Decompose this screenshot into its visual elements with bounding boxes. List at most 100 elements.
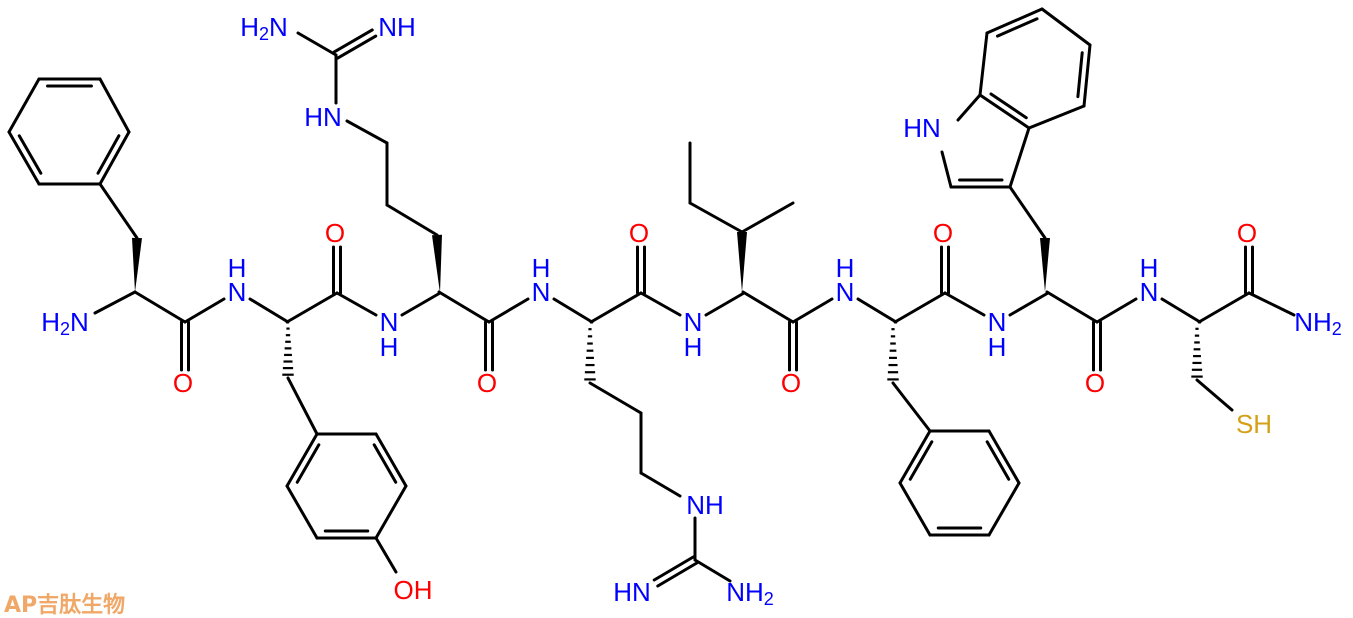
ring-double-bond-inner — [372, 443, 398, 484]
ring-double-bond-inner — [908, 440, 934, 481]
single-bond — [374, 536, 398, 574]
carbonyl-double-bond — [180, 320, 190, 372]
backbone-bond — [437, 290, 491, 324]
single-bond — [1008, 185, 1047, 240]
backbone-bond — [133, 290, 187, 324]
ring-double-bond-inner — [96, 134, 121, 175]
ring-double-bond-inner — [17, 134, 43, 175]
single-bond — [891, 381, 932, 433]
wedge-bond — [1040, 238, 1050, 292]
carbonyl-oxygen: O — [173, 368, 193, 398]
carbonyl-double-bond — [940, 245, 950, 295]
tyr-ring-bond — [285, 432, 319, 488]
backbone-bond — [93, 290, 137, 315]
arg4-nh-label: NH — [686, 490, 724, 520]
phe1-ring-bond — [7, 130, 41, 186]
carbonyl-oxygen: O — [477, 368, 497, 398]
amide-hydrogen: H — [988, 332, 1007, 362]
arg4-hn-label: HN — [613, 577, 651, 607]
bonds — [7, 7, 1296, 588]
phe1-ring-bond — [7, 77, 41, 134]
backbone-bond — [1045, 290, 1099, 324]
cys-sh-label: SH — [1236, 409, 1272, 439]
ring-double-bond-inner — [295, 443, 321, 484]
trp-hn-label: HN — [903, 113, 941, 143]
amide-nitrogen: N — [380, 307, 399, 337]
tyr-ring-bond — [374, 484, 408, 540]
single-bond — [693, 558, 732, 583]
backbone-bond — [741, 290, 795, 324]
imine-double-bond — [332, 28, 378, 60]
atom-labels: H2N HN H2N NH NH HN NH2 OH HN NH2 SH — [41, 12, 1342, 609]
backbone-bond — [552, 297, 594, 324]
single-bond — [588, 381, 643, 415]
carbonyl-oxygen: O — [933, 218, 953, 248]
backbone-bond — [856, 297, 898, 324]
ring-double-bond-inner — [995, 17, 1039, 38]
carbonyl-double-bond — [636, 245, 646, 295]
carbonyl-double-bond — [788, 320, 798, 372]
backbone-bond — [1095, 297, 1138, 324]
amide-nitrogen: N — [1140, 277, 1159, 307]
single-bond — [688, 201, 744, 234]
backbone-bond — [487, 297, 530, 324]
wedge-bond — [132, 237, 142, 292]
indole-bond — [956, 93, 982, 122]
indole-bond — [1008, 126, 1031, 189]
arg3-h2n-label: H2N — [240, 12, 288, 44]
amide-nitrogen: N — [836, 277, 855, 307]
indole-benzene-bond — [978, 93, 1031, 130]
hash-bond — [1191, 327, 1203, 378]
hash-bond — [584, 328, 596, 381]
amide-nitrogen: N — [988, 307, 1007, 337]
carbonyl-double-bond — [332, 245, 342, 295]
amide-hydrogen: H — [1140, 253, 1159, 283]
carbonyl-oxygen: O — [1237, 218, 1257, 248]
backbone-bond — [589, 291, 643, 324]
amide-hydrogen: H — [228, 253, 247, 283]
backbone-bond — [248, 297, 290, 324]
amide-hydrogen: H — [532, 253, 551, 283]
single-bond — [296, 31, 338, 57]
carbonyl-double-bond — [484, 320, 494, 372]
amide-hydrogen: H — [836, 253, 855, 283]
n-terminus-label: H2N — [41, 307, 89, 339]
wedge-bond — [737, 232, 747, 292]
backbone-bond — [1008, 291, 1050, 317]
indole-benzene-bond — [985, 7, 1044, 35]
backbone-bond — [791, 297, 834, 324]
single-bond — [345, 119, 389, 145]
hash-bond — [282, 327, 294, 376]
backbone-bond — [285, 291, 339, 324]
carbonyl-oxygen: O — [629, 218, 649, 248]
backbone-bond — [183, 297, 226, 324]
indole-benzene-bond — [1082, 43, 1092, 108]
single-bond — [286, 376, 319, 436]
tyr-ring-bond — [285, 484, 319, 540]
backbone-bond — [400, 291, 442, 317]
amide-hydrogen: H — [684, 332, 703, 362]
single-bond — [1195, 378, 1234, 412]
arg3-nh-label: NH — [378, 12, 416, 42]
phe1-ring-bond — [98, 77, 131, 134]
backbone-bond — [335, 291, 378, 317]
indole-bond — [940, 150, 953, 189]
backbone-bond — [1247, 291, 1296, 317]
backbone-bond — [1197, 291, 1251, 324]
indole-benzene-bond — [1027, 104, 1086, 130]
tyr-oh-label: OH — [394, 575, 433, 605]
backbone-bond — [943, 291, 986, 317]
backbone-bond — [1160, 297, 1202, 324]
single-bond — [98, 182, 139, 240]
ring-double-bond-inner — [985, 440, 1011, 481]
imine-double-bond — [652, 555, 699, 588]
backbone-bond — [704, 291, 746, 317]
carbonyl-double-bond — [1244, 245, 1254, 295]
watermark-logo: AP吉肽生物 — [4, 592, 125, 618]
carbonyl-oxygen: O — [781, 368, 801, 398]
arg4-nh2-label: NH2 — [726, 577, 774, 609]
backbone-bond — [639, 291, 682, 317]
single-bond — [639, 471, 682, 498]
wedge-bond — [432, 234, 442, 293]
